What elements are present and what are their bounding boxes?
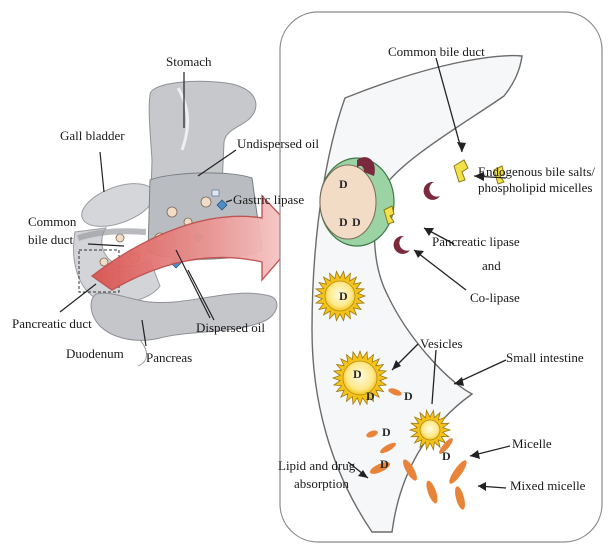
label-and: and	[482, 258, 501, 273]
gall-bladder-organ	[76, 175, 160, 235]
label-stomach: Stomach	[166, 54, 212, 69]
drug-mark: D	[339, 215, 348, 229]
drug-mark: D	[339, 177, 348, 191]
label-co-lipase: Co-lipase	[470, 290, 520, 305]
label-duodenum: Duodenum	[66, 346, 124, 361]
drug-mark: D	[353, 367, 362, 381]
label-vesicles: Vesicles	[420, 336, 463, 351]
drug-mark: D	[352, 215, 361, 229]
drug-mark: D	[339, 289, 348, 303]
label-micelle: Micelle	[512, 436, 552, 451]
drug-mark: D	[442, 449, 451, 463]
label-pancreas: Pancreas	[146, 350, 192, 365]
label-endogenous-1: Endogenous bile salts/	[478, 164, 595, 179]
label-endogenous-2: phospholipid micelles	[478, 180, 592, 195]
label-gall-bladder: Gall bladder	[60, 128, 125, 143]
drug-mark: D	[366, 389, 375, 403]
label-gastric-lipase: Gastric lipase	[233, 192, 304, 207]
drug-mark: D	[404, 389, 413, 403]
drug-mark: D	[380, 457, 389, 471]
common-bile-duct-tube	[78, 231, 146, 238]
label-small-intestine: Small intestine	[506, 350, 584, 365]
label-pancreatic-duct: Pancreatic duct	[12, 316, 92, 331]
label-common-bile-duct-left-2: bile duct	[28, 232, 73, 247]
label-undispersed-oil: Undispersed oil	[237, 136, 319, 151]
label-common-bile-duct-right: Common bile duct	[388, 44, 485, 59]
label-pancreatic-lipase: Pancreatic lipase	[432, 234, 520, 249]
oil-droplet-capsule: D D D	[320, 157, 394, 246]
label-dispersed-oil: Dispersed oil	[196, 320, 265, 335]
label-mixed-micelle: Mixed micelle	[510, 478, 585, 493]
label-lipid-absorption-2: absorption	[294, 476, 349, 491]
label-lipid-absorption-1: Lipid and drug	[278, 458, 355, 473]
drug-mark: D	[382, 425, 391, 439]
label-common-bile-duct-left-1: Common	[28, 214, 76, 229]
